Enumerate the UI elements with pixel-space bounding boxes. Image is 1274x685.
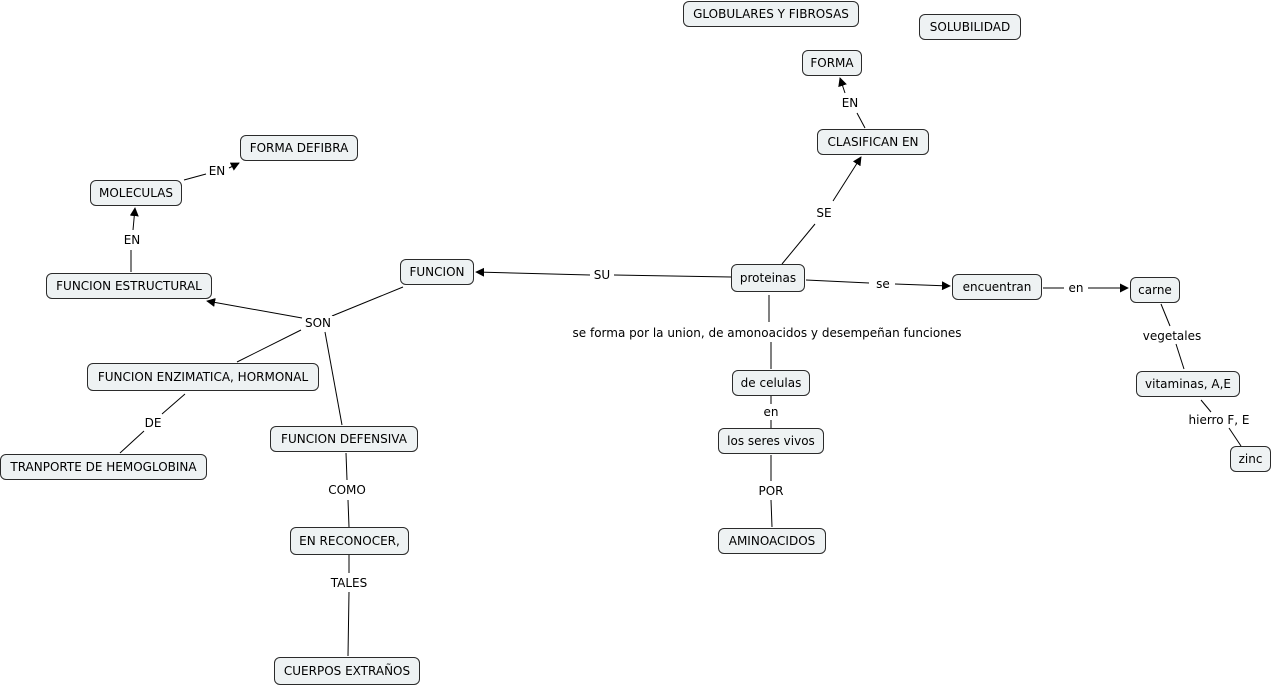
concept-vitaminas[interactable]: vitaminas, A,E	[1136, 371, 1240, 397]
edge-de-tranporte	[119, 430, 145, 454]
concept-forma-defibra[interactable]: FORMA DEFIBRA	[240, 135, 358, 161]
concept-funcion-estructural[interactable]: FUNCION ESTRUCTURAL	[46, 273, 212, 299]
link-se-encuentran: se	[874, 277, 892, 291]
link-de: DE	[142, 416, 164, 430]
concept-seres-vivos[interactable]: los seres vivos	[718, 428, 824, 454]
concept-encuentran[interactable]: encuentran	[952, 274, 1042, 300]
edge-se-clasifican	[832, 156, 862, 202]
concept-de-celulas[interactable]: de celulas	[732, 370, 810, 396]
edge-en-forma	[838, 77, 847, 94]
link-se-clasifican: SE	[814, 206, 834, 220]
link-su: SU	[591, 268, 613, 282]
concept-cuerpos-extranos[interactable]: CUERPOS EXTRAÑOS	[274, 657, 420, 685]
edge-son-estructural	[206, 297, 303, 319]
edge-hierro-zinc	[1228, 427, 1242, 447]
edge-son-defensiva	[324, 331, 343, 426]
edge-su-funcion	[475, 267, 591, 277]
concept-globulares[interactable]: GLOBULARES Y FIBROSAS	[683, 1, 859, 27]
link-hierro: hierro F, E	[1186, 413, 1252, 427]
link-en-celulas: en	[761, 405, 781, 419]
concept-carne[interactable]: carne	[1130, 277, 1180, 303]
concept-funcion-enzimatica[interactable]: FUNCION ENZIMATICA, HORMONAL	[87, 363, 319, 391]
concept-en-reconocer[interactable]: EN RECONOCER,	[290, 527, 409, 555]
link-en-forma: EN	[839, 96, 861, 110]
link-como: COMO	[326, 483, 368, 497]
link-tales: TALES	[328, 576, 370, 590]
edge-funcion-son	[331, 286, 404, 317]
edge-como-reconocer	[347, 499, 350, 528]
link-vegetales: vegetales	[1140, 329, 1204, 343]
edge-clasifican-en	[856, 112, 866, 129]
edge-en-formadefibra	[228, 162, 240, 171]
edge-carne-vegetales	[1160, 303, 1171, 327]
edge-son-enzimatica	[236, 329, 302, 363]
edge-proteinas-se	[781, 223, 816, 265]
link-en-moleculas: EN	[206, 164, 228, 178]
concept-moleculas[interactable]: MOLECULAS	[90, 180, 182, 206]
edge-en-moleculas	[129, 207, 139, 231]
concept-zinc[interactable]: zinc	[1230, 446, 1271, 472]
edge-tales-cuerpos	[347, 591, 350, 657]
edge-proteinas-su	[613, 274, 732, 278]
edge-defensiva-como	[345, 452, 348, 481]
link-se-forma: se forma por la union, de amonoacidos y …	[570, 326, 964, 340]
link-por: POR	[756, 484, 786, 498]
edge-proteinas-se2	[805, 279, 870, 284]
link-son: SON	[302, 316, 334, 330]
edge-se-encuentran	[894, 281, 951, 291]
concept-proteinas[interactable]: proteinas	[731, 264, 805, 292]
link-en-carne: en	[1066, 281, 1086, 295]
concept-clasifican[interactable]: CLASIFICAN EN	[817, 129, 929, 155]
edge-por-aminoacidos	[770, 499, 773, 528]
edge-moleculas-en	[183, 173, 207, 181]
edge-vitaminas-hierro	[1200, 399, 1212, 413]
concept-solubilidad[interactable]: SOLUBILIDAD	[919, 14, 1021, 40]
concept-funcion[interactable]: FUNCION	[400, 259, 474, 285]
concept-aminoacidos[interactable]: AMINOACIDOS	[718, 528, 826, 554]
concept-funcion-defensiva[interactable]: FUNCION DEFENSIVA	[270, 426, 418, 452]
edge-enzimatica-de	[161, 393, 186, 415]
edge-vegetales-vitaminas	[1175, 343, 1185, 370]
concept-forma[interactable]: FORMA	[802, 50, 862, 76]
concept-tranporte[interactable]: TRANPORTE DE HEMOGLOBINA	[0, 454, 207, 480]
link-en-estructural: EN	[121, 233, 143, 247]
